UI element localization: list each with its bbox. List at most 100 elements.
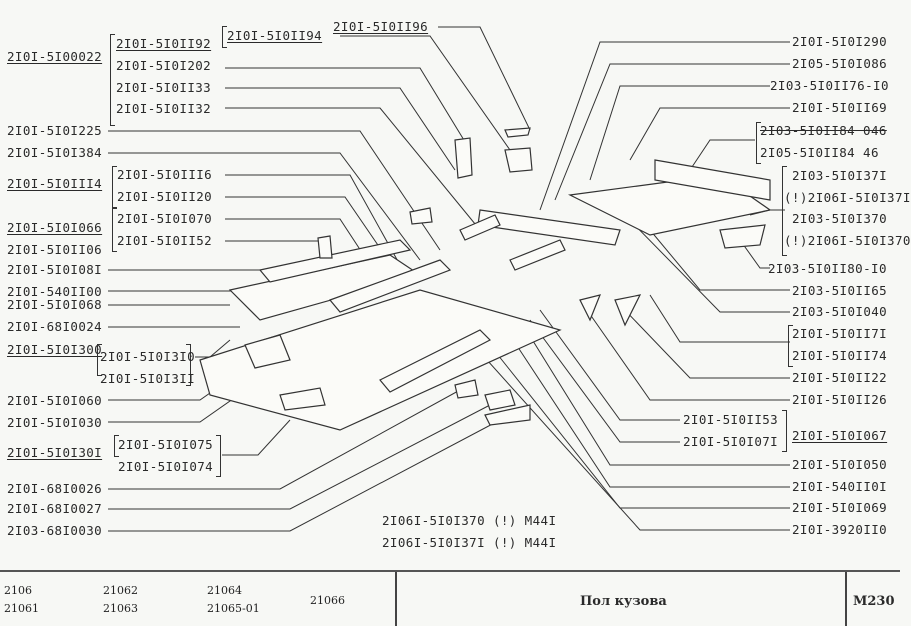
model-code: 21062	[103, 584, 138, 597]
hinge	[454, 137, 473, 179]
part-label: 2I0I-5I0II06	[7, 242, 103, 257]
clip-b	[614, 294, 642, 327]
bracket	[97, 344, 102, 376]
part-label: 2I0I-5I0I07I	[683, 434, 779, 449]
part-label: 2I0I-5I0II32	[116, 101, 212, 116]
part-label: 2I0I-5I0I070	[117, 211, 213, 226]
part-label: 2I03-5I0II80-I0	[768, 261, 887, 276]
rear-panel	[654, 159, 771, 201]
bracket-left	[279, 387, 326, 411]
part-label: 2I0I-5I0II26	[792, 392, 888, 407]
part-label: 2I03-5I0II76-I0	[770, 78, 889, 93]
block	[504, 147, 533, 173]
part-label: 2I0I-5I0I08I	[7, 262, 103, 277]
model-code: 2106	[4, 584, 32, 597]
part-label: 2I0I-5I0I069	[792, 500, 888, 515]
part-label: 2I0I-5I0I030	[7, 415, 103, 430]
part-label: 2I03-5I0I37I	[792, 168, 888, 183]
footer: 2106 21061 21062 21063 21064 21065-01 21…	[0, 570, 900, 626]
part-label: 2I0I-5I0I075	[118, 437, 214, 452]
part-label: 2I0I-5I00022	[7, 49, 103, 64]
part-label: 2I0I-5I0II74	[792, 348, 888, 363]
bracket	[788, 325, 793, 367]
mount-b	[484, 389, 516, 411]
part-label: 2I0I-5I0II96	[333, 19, 429, 34]
model-code: 21063	[103, 602, 138, 615]
part-label: 2I0I-5I0I066	[7, 220, 103, 235]
grommet	[409, 207, 433, 225]
part-label: 2I0I-5I0I290	[792, 34, 888, 49]
spar	[509, 239, 566, 271]
part-label: 2I0I-5I0I30I	[7, 445, 103, 460]
bracket	[216, 435, 221, 477]
part-label: 2I0I-5I0II53	[683, 412, 779, 427]
part-label: 2I0I-5I0I067	[792, 428, 888, 443]
sill	[258, 239, 412, 283]
part-label: 2I0I-5I0II20	[117, 189, 213, 204]
part-label: 2I0I-5I0II92	[116, 36, 212, 51]
part-label: 2I0I-540II00	[7, 284, 103, 299]
part-label-obsolete: 2I03-5I0II84 046	[760, 123, 887, 138]
part-label: 2I0I-68I0027	[7, 501, 103, 516]
note: 2I06I-5I0I370 (!) M44I	[382, 513, 557, 528]
part-label: 2I0I-5I0III6	[117, 167, 213, 182]
bracket	[222, 26, 227, 48]
stud	[317, 235, 333, 259]
part-label: 2I0I-5I0I068	[7, 297, 103, 312]
part-label: 2I0I-5I0I202	[116, 58, 212, 73]
longeron	[379, 329, 492, 393]
model-code: 21066	[310, 594, 345, 607]
part-label: 2I0I-5I0I225	[7, 123, 103, 138]
part-label: (!)2I06I-5I0I37I	[784, 190, 911, 205]
part-label: 2I0I-5I0I300	[7, 342, 103, 357]
page-code: M230	[853, 594, 895, 609]
part-label: 2I0I-5I0II52	[117, 233, 213, 248]
divider	[395, 572, 397, 626]
part-label: 2I0I-5I0II7I	[792, 326, 888, 341]
bracket	[756, 122, 761, 164]
part-label: 2I0I-5I0II94	[227, 28, 323, 43]
model-code: 21064	[207, 584, 242, 597]
part-label: 2I05-5I0I086	[792, 56, 888, 71]
part-label: 2I0I-5I0I3II	[100, 371, 196, 386]
part-label: 2I0I-3920II0	[792, 522, 888, 537]
rear-rail	[477, 209, 621, 246]
exploded-floor-diagram	[108, 26, 790, 532]
part-label: 2I0I-68I0026	[7, 481, 103, 496]
part-label: 2I0I-5I0I060	[7, 393, 103, 408]
part-label: 2I03-68I0030	[7, 523, 103, 538]
clip-a	[579, 294, 601, 322]
bracket	[112, 166, 117, 208]
part-label: 2I0I-5I0II69	[792, 100, 888, 115]
part-label: 2I0I-5I0I3I0	[100, 349, 196, 364]
page-title: Пол кузова	[580, 594, 667, 609]
bracket	[782, 166, 787, 256]
part-label: (!)2I06I-5I0I370	[784, 233, 911, 248]
part-label: 2I05-5I0II84 46	[760, 145, 879, 160]
part-label: 2I03-5I0II65	[792, 283, 888, 298]
rear-tunnel	[459, 214, 501, 241]
mount-c	[484, 404, 531, 426]
note: 2I06I-5I0I37I (!) M44I	[382, 535, 557, 550]
divider	[845, 572, 847, 626]
pin	[504, 127, 531, 138]
part-label: 2I0I-5I0II33	[116, 80, 212, 95]
part-label: 2I0I-540II0I	[792, 479, 888, 494]
part-label: 2I0I-5I0I384	[7, 145, 103, 160]
tunnel-piece	[244, 334, 291, 369]
part-label: 2I0I-68I0024	[7, 319, 103, 334]
bracket-right	[719, 224, 766, 249]
part-label: 2I0I-5I0II22	[792, 370, 888, 385]
bracket	[186, 344, 191, 386]
part-label: 2I0I-5I0I074	[118, 459, 214, 474]
mount-a	[454, 379, 479, 399]
bracket	[782, 410, 787, 452]
part-label: 2I03-5I0I370	[792, 211, 888, 226]
part-label: 2I03-5I0I040	[792, 304, 888, 319]
bracket	[112, 208, 117, 252]
leader-lines	[108, 26, 790, 532]
crossmember	[328, 259, 452, 313]
part-label: 2I0I-5I0I050	[792, 457, 888, 472]
part-shapes	[199, 127, 772, 431]
model-code: 21065-01	[207, 602, 260, 615]
